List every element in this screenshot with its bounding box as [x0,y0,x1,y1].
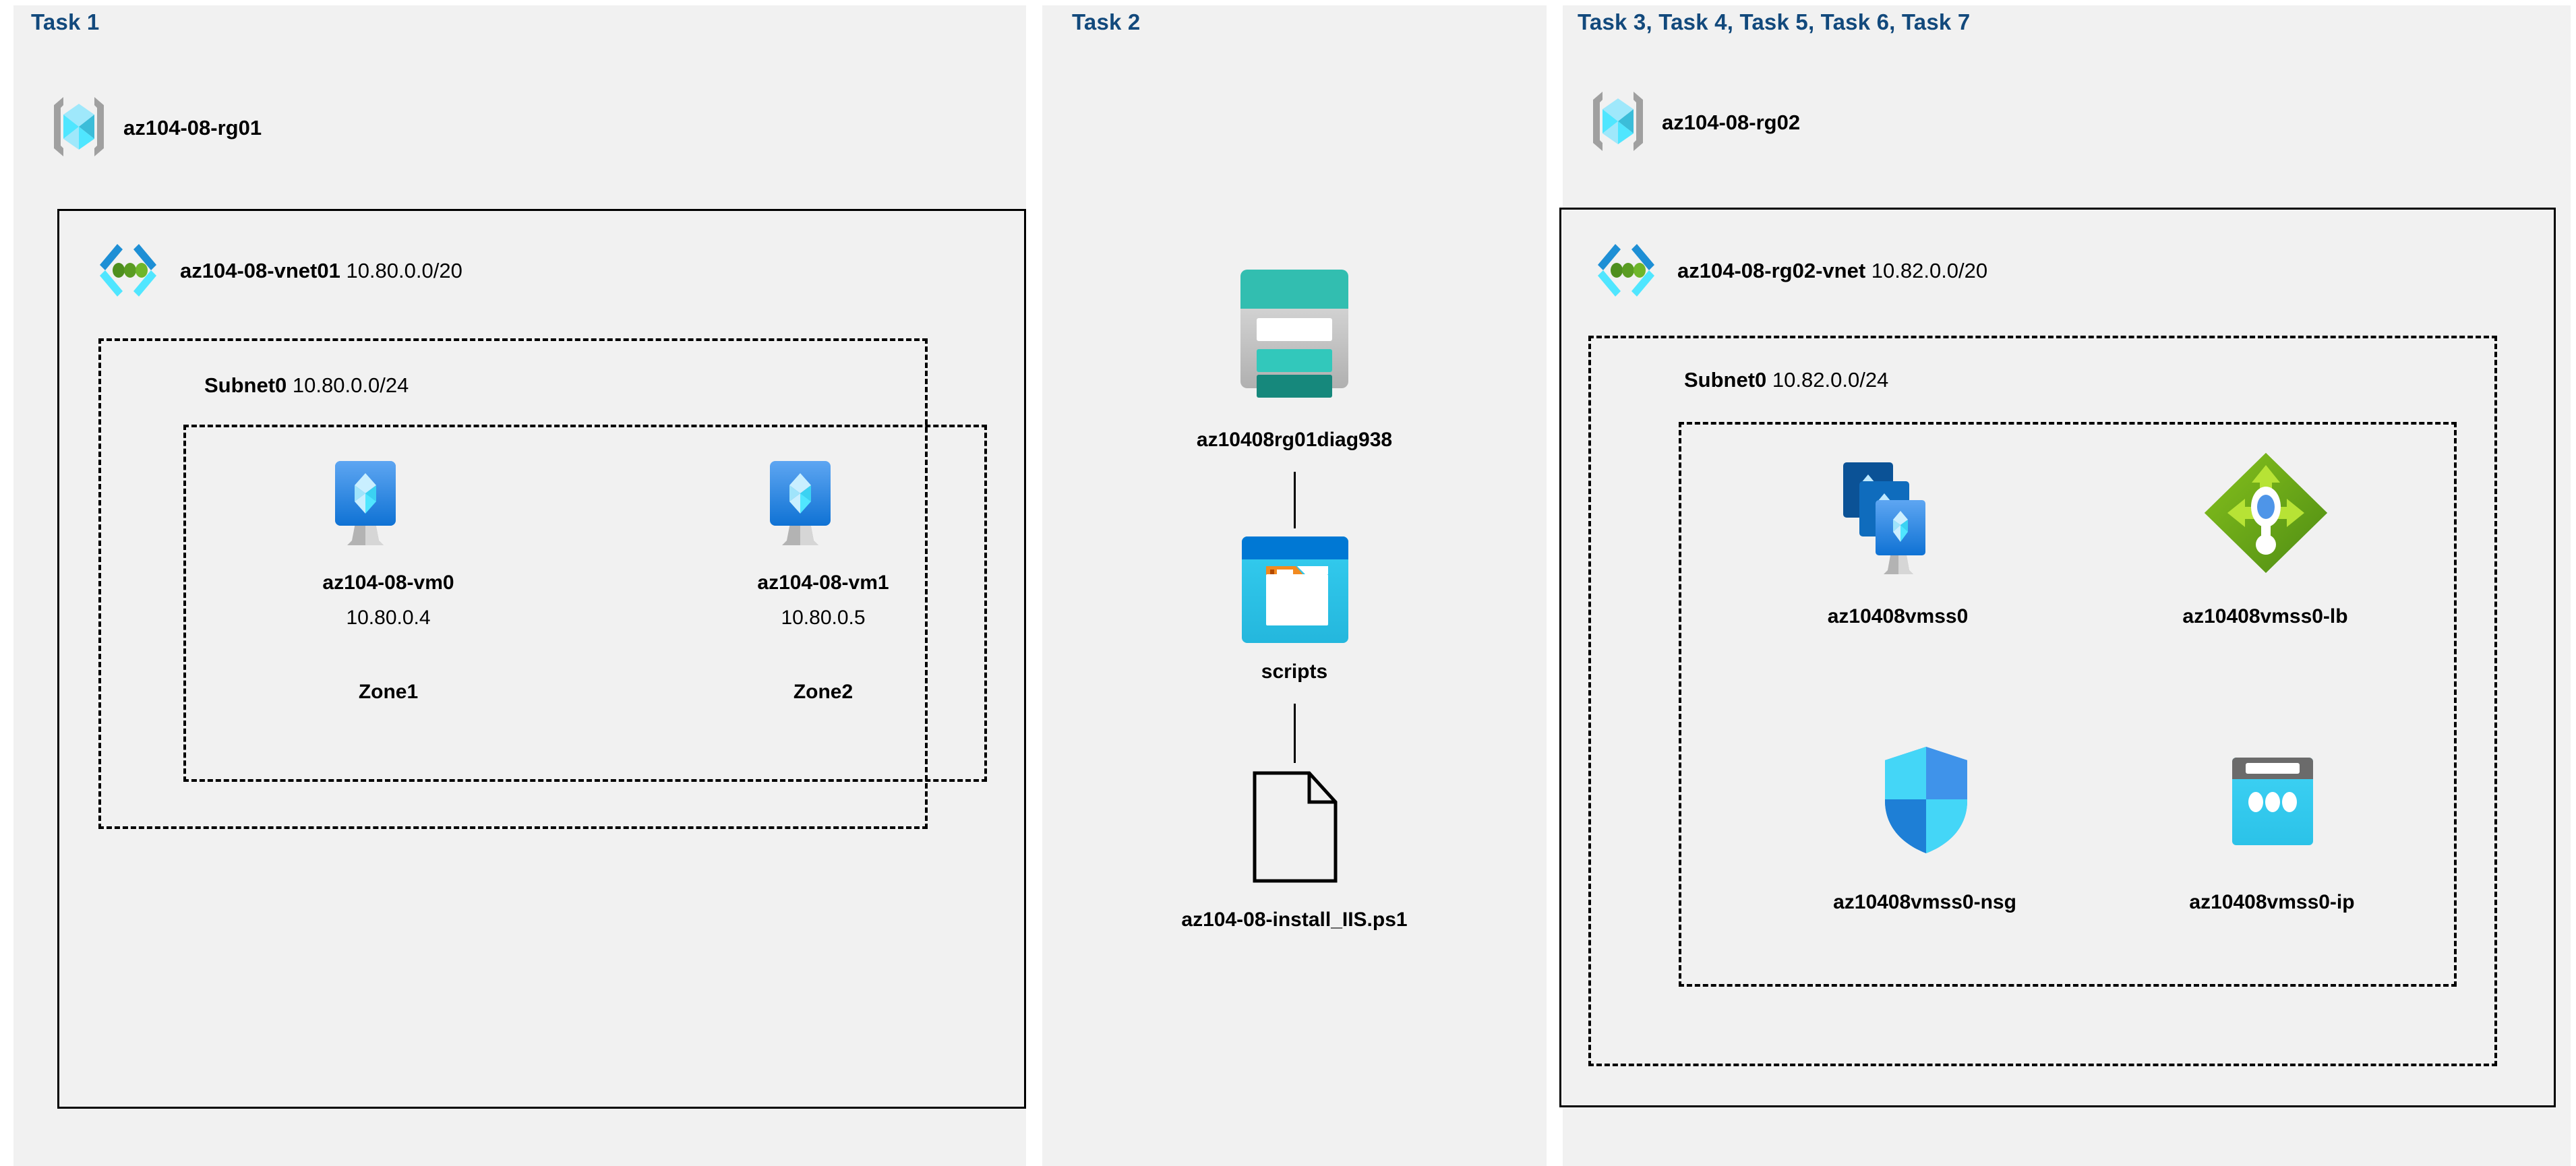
blob-container-icon [1239,534,1351,646]
virtual-network-icon [1592,241,1660,299]
task1-vm1-name: az104-08-vm1 [757,572,889,594]
task3-vnet-cidr: 10.82.0.0/20 [1871,259,1988,282]
resource-group-icon [49,93,109,160]
task3-vnet-name: az104-08-rg02-vnet [1677,259,1866,282]
task1-vm1-ip: 10.80.0.5 [781,607,866,629]
task1-resource-group-label: az104-08-rg01 [123,116,262,140]
task1-subnet-cidr: 10.80.0.0/24 [292,373,409,397]
task3-subnet-name: Subnet0 [1684,368,1767,392]
task1-subnet-label: Subnet0 10.80.0.0/24 [204,373,409,398]
connector-storage-to-container [1294,472,1296,528]
task3-resource-group-boundary [1679,422,2457,987]
task1-vm-group-boundary [183,425,987,782]
task1-panel [13,5,1026,1166]
task3-ip-name: az10408vmss0-ip [2189,891,2355,913]
task3-resource-group-label: az104-08-rg02 [1662,111,1800,135]
task1-subnet-boundary [98,338,928,829]
task1-subnet-name: Subnet0 [204,373,287,397]
task1-rg-name: az104-08-rg01 [123,116,262,140]
task2-script-file-name: az104-08-install_IIS.ps1 [1181,909,1408,931]
vm-scale-set-icon [1839,460,1947,581]
connector-container-to-file [1294,704,1296,763]
virtual-network-icon [94,241,162,299]
task3-vnet-boundary [1559,208,2556,1107]
task3-subnet-boundary [1588,336,2497,1066]
task1-title: Task 1 [31,9,100,34]
task3-rg-name: az104-08-rg02 [1662,111,1801,134]
task1-vm0-zone: Zone1 [358,681,419,703]
task3-lb-name: az10408vmss0-lb [2182,605,2348,627]
virtual-machine-icon [326,457,405,551]
task3-title: Task 3, Task 4, Task 5, Task 6, Task 7 [1578,9,1971,34]
task1-vnet-name: az104-08-vnet01 [180,259,340,282]
task1-vnet-cidr: 10.80.0.0/20 [346,259,462,282]
task2-title: Task 2 [1072,9,1141,34]
task1-vm0-name: az104-08-vm0 [322,572,454,594]
task3-subnet-label: Subnet0 10.82.0.0/24 [1684,368,1888,392]
storage-account-icon [1228,263,1360,395]
task3-nsg-name: az10408vmss0-nsg [1833,891,2016,913]
public-ip-address-icon [2228,755,2317,851]
task2-storage-account-name: az10408rg01diag938 [1196,429,1393,451]
task1-vnet-label: az104-08-vnet01 10.80.0.0/20 [180,259,462,283]
task3-vmss-name: az10408vmss0 [1827,605,1969,627]
task1-vm1-zone: Zone2 [793,681,853,703]
load-balancer-icon [2202,450,2330,576]
storage-account-bar [1257,375,1332,398]
file-document-icon [1251,770,1339,884]
resource-group-icon [1588,88,1648,155]
task1-vnet-boundary [57,209,1026,1109]
virtual-machine-icon [760,457,840,551]
task3-panel [1563,5,2571,1166]
task2-container-name: scripts [1261,661,1328,683]
network-security-group-icon [1880,744,1973,856]
task1-vm0-ip: 10.80.0.4 [346,607,431,629]
task3-subnet-cidr: 10.82.0.0/24 [1772,368,1889,392]
task3-vnet-label: az104-08-rg02-vnet 10.82.0.0/20 [1677,259,1987,283]
